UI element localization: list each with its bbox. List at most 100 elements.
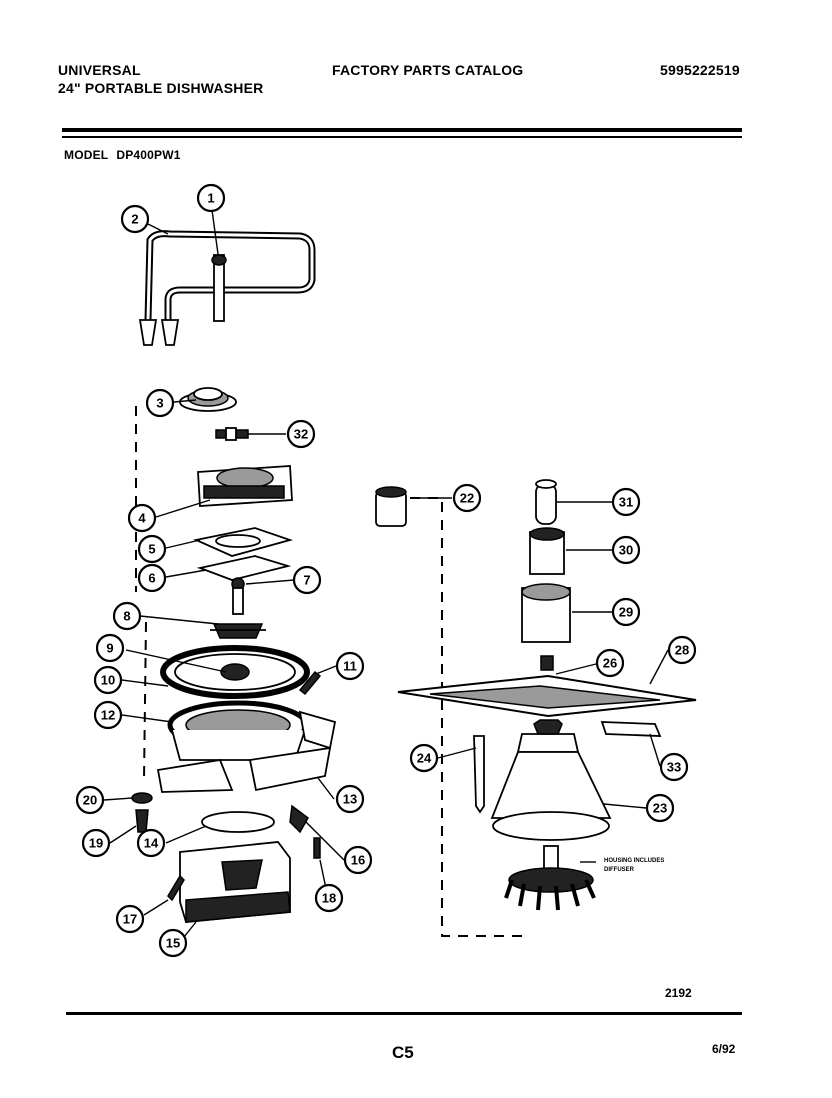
model-number: DP400PW1 (116, 148, 181, 162)
svg-text:11: 11 (343, 659, 357, 674)
leader-lines (103, 209, 669, 943)
svg-text:31: 31 (619, 495, 633, 510)
clip-part-16 (289, 804, 309, 834)
svg-text:5: 5 (148, 542, 155, 557)
assembly-line-left-lower (143, 621, 147, 781)
svg-text:9: 9 (106, 641, 113, 656)
svg-text:20: 20 (83, 793, 97, 808)
callout-7: 7 (292, 565, 322, 595)
callout-17: 17 (115, 904, 145, 934)
svg-text:7: 7 (303, 573, 310, 588)
svg-text:30: 30 (619, 543, 633, 558)
svg-text:14: 14 (144, 836, 159, 851)
bolt-part-24 (473, 735, 485, 814)
catalog-title: FACTORY PARTS CATALOG (332, 62, 524, 78)
callout-10: 10 (93, 665, 123, 695)
svg-text:17: 17 (123, 912, 137, 927)
svg-text:24: 24 (417, 751, 432, 766)
svg-text:26: 26 (603, 656, 617, 671)
svg-text:13: 13 (343, 792, 357, 807)
svg-text:33: 33 (667, 760, 681, 775)
product-name: 24" PORTABLE DISHWASHER (58, 80, 264, 96)
callout-23: 23 (645, 793, 675, 823)
callout-16: 16 (343, 845, 373, 875)
page-code: C5 (392, 1043, 414, 1062)
tube-part-29 (521, 583, 571, 643)
pump-body-part-12 (167, 700, 337, 761)
callout-6: 6 (137, 563, 167, 593)
callout-8: 8 (112, 601, 142, 631)
callout-9: 9 (95, 633, 125, 663)
header-rule-thin (62, 136, 742, 138)
callout-24: 24 (409, 743, 439, 773)
callout-13: 13 (335, 784, 365, 814)
motor-part-15 (179, 841, 291, 923)
callout-29: 29 (611, 597, 641, 627)
svg-text:8: 8 (123, 609, 130, 624)
callout-11: 11 (335, 651, 365, 681)
assembly-line-right (410, 497, 530, 937)
model-label: MODEL (64, 148, 109, 162)
screw-part-11 (298, 670, 322, 696)
diffuser-part (504, 845, 596, 911)
nozzle-part-31 (535, 479, 557, 525)
callouts: 1 2 3 4 5 6 7 8 9 10 11 12 13 14 15 16 1… (75, 183, 697, 958)
plate-part-14 (201, 811, 275, 833)
bearing-part-22 (375, 486, 407, 527)
svg-text:12: 12 (101, 708, 115, 723)
heating-element-part-2 (138, 230, 316, 346)
svg-text:32: 32 (294, 427, 308, 442)
housing-note-line-2: DIFFUSER (604, 867, 635, 873)
grommet-part-20 (131, 792, 153, 804)
svg-text:10: 10 (101, 673, 115, 688)
spray-arm-part-28 (397, 674, 697, 718)
callout-14: 14 (136, 828, 166, 858)
svg-text:28: 28 (675, 643, 689, 658)
pump-cover-part-4 (197, 465, 293, 507)
clip-part-18 (313, 837, 321, 859)
screw-part-17 (167, 874, 185, 902)
callout-19: 19 (81, 828, 111, 858)
svg-text:16: 16 (351, 853, 365, 868)
pump-housing-part-9 (160, 645, 310, 699)
svg-text:4: 4 (138, 511, 146, 526)
gasket-part-5 (193, 527, 294, 557)
fitting-part-19 (135, 809, 149, 833)
svg-text:6: 6 (148, 571, 155, 586)
revision-date: 6/92 (712, 1042, 736, 1056)
callout-31: 31 (611, 487, 641, 517)
callout-12: 12 (93, 700, 123, 730)
impeller-part-8 (210, 587, 266, 639)
catalog-part-number: 5995222519 (660, 62, 740, 78)
callout-5: 5 (137, 534, 167, 564)
svg-text:2: 2 (131, 212, 138, 227)
housing-note-line-1: HOUSING INCLUDES (604, 858, 664, 864)
pump-housing-part-23 (490, 719, 612, 841)
callout-3: 3 (145, 388, 175, 418)
callout-15: 15 (158, 928, 188, 958)
svg-text:23: 23 (653, 801, 667, 816)
callout-1: 1 (196, 183, 226, 213)
nut-part-32 (215, 427, 249, 441)
svg-text:29: 29 (619, 605, 633, 620)
callout-4: 4 (127, 503, 157, 533)
svg-text:3: 3 (156, 396, 163, 411)
svg-text:15: 15 (166, 936, 180, 951)
model-line: MODEL DP400PW1 (64, 148, 181, 162)
callout-18: 18 (314, 883, 344, 913)
callout-26: 26 (595, 648, 625, 678)
svg-text:1: 1 (207, 191, 214, 206)
callout-2: 2 (120, 204, 150, 234)
callout-30: 30 (611, 535, 641, 565)
header-rule-thick (62, 128, 742, 132)
brand-name: UNIVERSAL (58, 62, 141, 78)
callout-28: 28 (667, 635, 697, 665)
footer-rule (66, 1012, 742, 1015)
svg-text:19: 19 (89, 836, 103, 851)
svg-text:18: 18 (322, 891, 336, 906)
gasket-part-6 (196, 555, 292, 581)
cover-part-33 (600, 721, 662, 737)
callout-33: 33 (659, 752, 689, 782)
motor-mount-part-13 (156, 746, 332, 793)
